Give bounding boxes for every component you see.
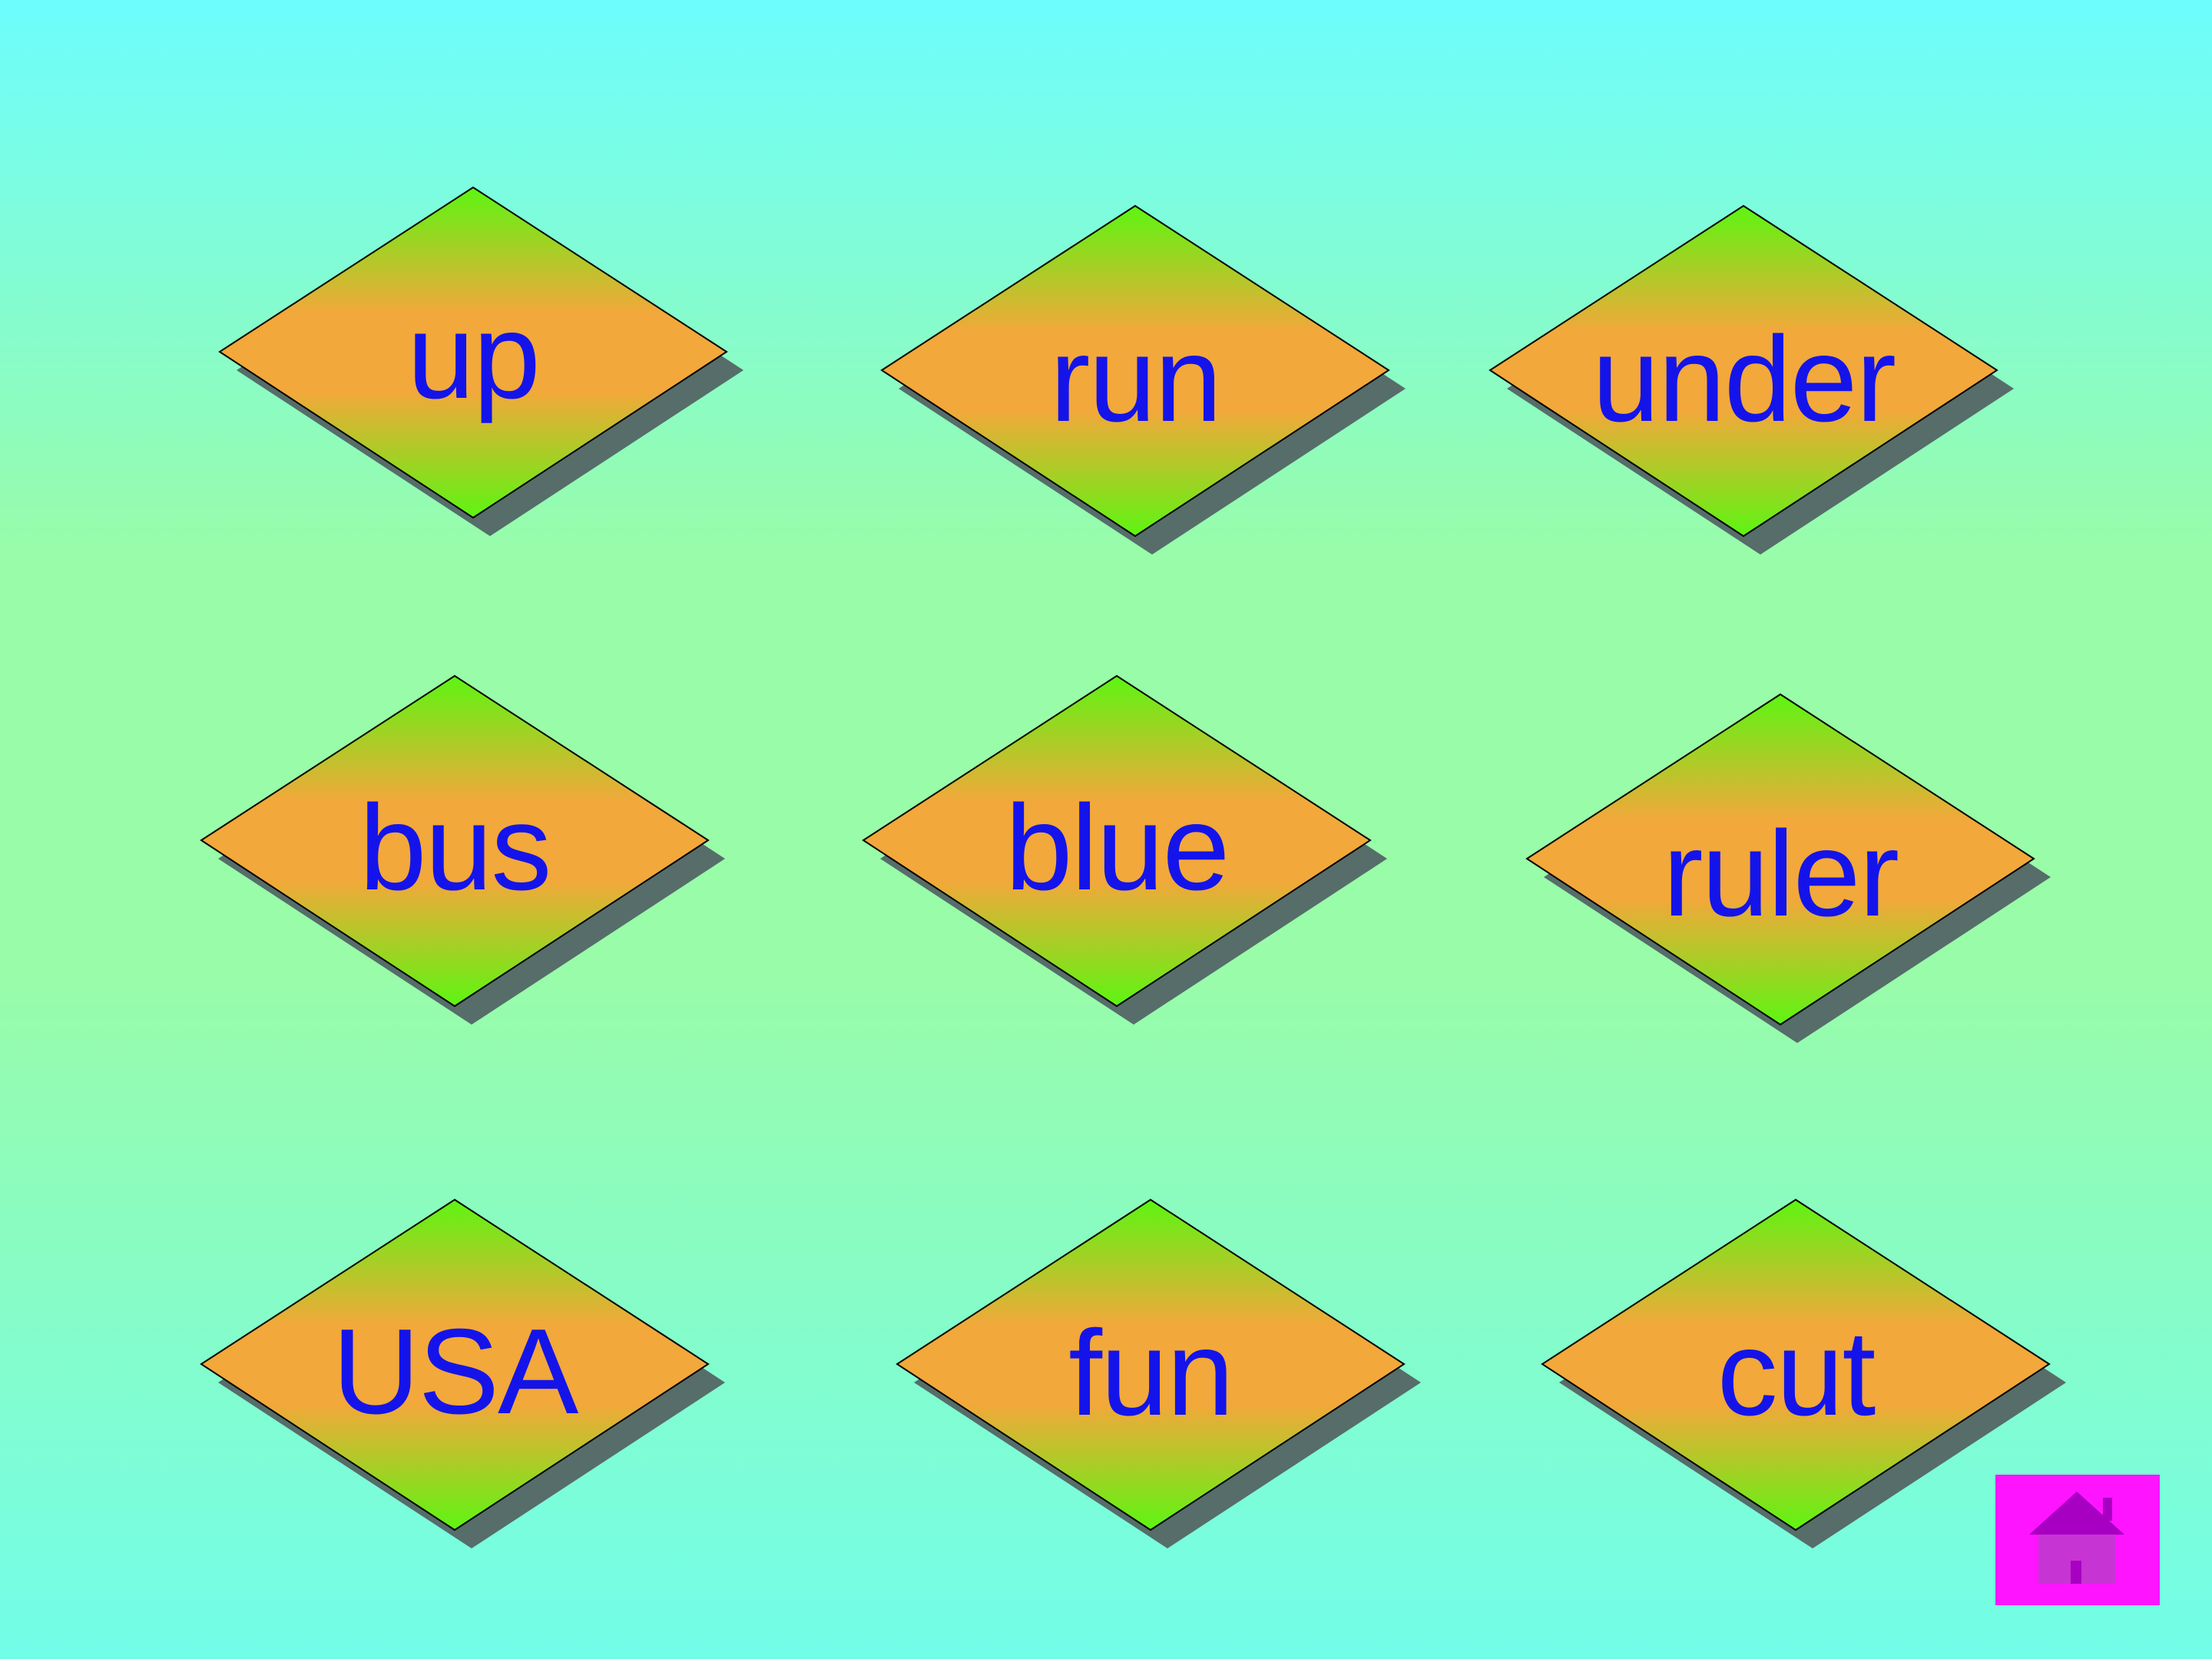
word-tile-usa[interactable]: USA	[200, 1198, 725, 1548]
diamond-shape	[896, 1198, 1421, 1548]
word-tile-up[interactable]: up	[218, 186, 743, 536]
word-tile-bus[interactable]: bus	[200, 674, 725, 1025]
diamond-shape	[200, 1198, 725, 1548]
diamond-shape	[1525, 693, 2051, 1043]
word-tile-fun[interactable]: fun	[896, 1198, 1421, 1548]
diamond-shape	[218, 186, 743, 536]
diamond-shape	[1488, 204, 2014, 555]
word-tile-cut[interactable]: cut	[1541, 1198, 2066, 1548]
diamond-shape	[200, 674, 725, 1025]
diamond-shape	[862, 674, 1387, 1025]
word-tile-ruler[interactable]: ruler	[1525, 693, 2051, 1043]
word-tile-under[interactable]: under	[1488, 204, 2014, 555]
home-button[interactable]	[1995, 1475, 2160, 1605]
word-tile-run[interactable]: run	[880, 204, 1406, 555]
home-icon	[2029, 1492, 2124, 1584]
diamond-shape	[1541, 1198, 2066, 1548]
diamond-shape	[880, 204, 1406, 555]
word-tile-blue[interactable]: blue	[862, 674, 1387, 1025]
